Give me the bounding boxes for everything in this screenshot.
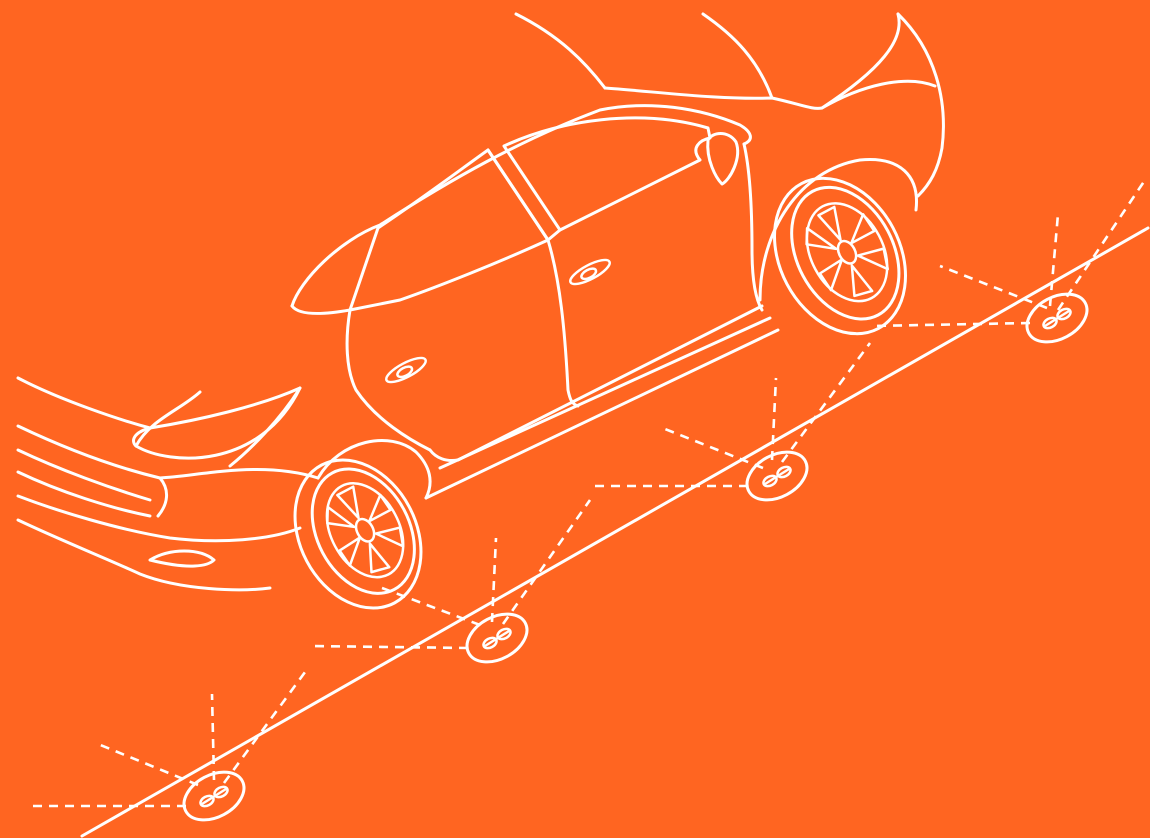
- car-sensor-illustration: [0, 0, 1150, 838]
- background: [0, 0, 1150, 838]
- illustration-canvas: [0, 0, 1150, 838]
